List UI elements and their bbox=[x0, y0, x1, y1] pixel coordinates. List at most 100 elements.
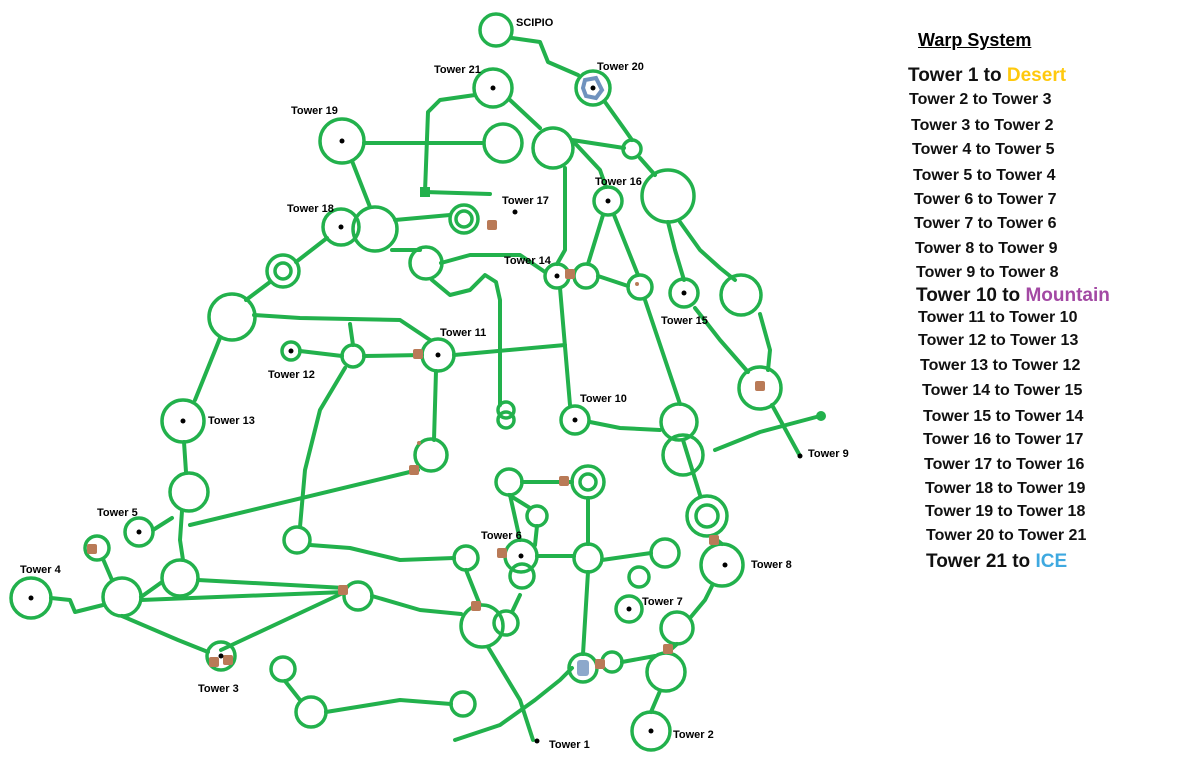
tower-location-dot bbox=[339, 138, 345, 144]
road-path bbox=[252, 313, 432, 342]
tower-location-dot bbox=[534, 738, 540, 744]
road-path bbox=[570, 138, 608, 189]
map-node bbox=[472, 67, 514, 109]
map-node bbox=[101, 576, 143, 618]
tower-label: Tower 13 bbox=[208, 415, 255, 427]
map-node bbox=[699, 542, 745, 588]
map-node bbox=[205, 640, 237, 672]
map-node bbox=[454, 209, 474, 229]
road-path bbox=[486, 645, 535, 742]
road-path bbox=[508, 493, 522, 542]
road-path bbox=[638, 156, 657, 177]
road-path bbox=[430, 273, 502, 407]
map-node bbox=[572, 542, 604, 574]
road-path bbox=[770, 403, 802, 458]
tower-location-dot bbox=[28, 595, 34, 601]
road-path bbox=[713, 414, 822, 452]
map-node bbox=[559, 404, 591, 436]
warp-point-blob bbox=[497, 548, 507, 558]
map-node bbox=[685, 494, 729, 538]
tower-label: Tower 20 bbox=[597, 61, 644, 73]
warp-point-blob bbox=[565, 269, 575, 279]
map-node bbox=[659, 610, 695, 646]
road-path bbox=[423, 93, 477, 194]
map-node bbox=[449, 690, 477, 718]
tower-label: Tower 3 bbox=[198, 683, 239, 695]
map-node bbox=[572, 262, 600, 290]
road-path bbox=[193, 336, 222, 402]
map-node bbox=[160, 558, 200, 598]
tower-location-dot bbox=[518, 553, 524, 559]
road-path bbox=[688, 584, 714, 620]
road-path bbox=[510, 36, 580, 77]
map-node bbox=[508, 562, 536, 590]
map-node bbox=[269, 655, 297, 683]
road-path bbox=[244, 280, 272, 302]
road-path bbox=[151, 516, 174, 532]
road-path bbox=[348, 322, 355, 347]
map-node bbox=[294, 695, 328, 729]
road-path bbox=[603, 100, 634, 142]
map-node bbox=[123, 516, 155, 548]
road-path bbox=[588, 420, 662, 432]
tower-location-dot bbox=[218, 653, 224, 659]
road-path bbox=[298, 349, 344, 358]
map-node bbox=[482, 122, 524, 164]
road-end-marker bbox=[816, 411, 826, 421]
road-path bbox=[510, 593, 522, 614]
map-node bbox=[448, 203, 480, 235]
tower-location-dot bbox=[572, 417, 578, 423]
map-node bbox=[649, 537, 681, 569]
map-node bbox=[318, 117, 366, 165]
map-node bbox=[160, 398, 206, 444]
map-node bbox=[413, 437, 449, 473]
road-path bbox=[219, 590, 347, 652]
road-path bbox=[533, 524, 539, 547]
tower-label: Tower 5 bbox=[97, 507, 138, 519]
road-path bbox=[596, 274, 630, 288]
warp-point-blob bbox=[223, 655, 233, 665]
map-node bbox=[342, 580, 374, 612]
tower-label: Tower 16 bbox=[595, 176, 642, 188]
tower-label: Tower 10 bbox=[580, 393, 627, 405]
map-node bbox=[694, 503, 720, 529]
tower-location-dot bbox=[554, 273, 560, 279]
tower-label: Tower 18 bbox=[287, 203, 334, 215]
warp-point-blob bbox=[487, 220, 497, 230]
map-node bbox=[668, 277, 700, 309]
tower-label: Tower 9 bbox=[808, 448, 849, 460]
tower-location-dot bbox=[590, 85, 596, 91]
map-node bbox=[531, 126, 575, 170]
map-node bbox=[574, 69, 612, 107]
tower-location-dot bbox=[605, 198, 611, 204]
tower-label: Tower 4 bbox=[20, 564, 62, 576]
road-path bbox=[508, 98, 542, 130]
map-node bbox=[282, 525, 312, 555]
map-node bbox=[627, 565, 651, 589]
road-path bbox=[308, 543, 456, 562]
tower-label: SCIPIO bbox=[516, 17, 554, 29]
warp-point-blob bbox=[409, 465, 419, 475]
road-path bbox=[283, 679, 302, 702]
map-node bbox=[630, 710, 672, 752]
map-node bbox=[168, 471, 210, 513]
road-path bbox=[49, 596, 105, 614]
tower-label: Tower 2 bbox=[673, 729, 714, 741]
road-path bbox=[120, 614, 210, 654]
road-path bbox=[678, 220, 737, 282]
map-node bbox=[496, 400, 516, 420]
warp-point-blob bbox=[635, 282, 639, 286]
road-path bbox=[139, 580, 164, 599]
warp-point-blob bbox=[663, 644, 673, 654]
tower-location-dot bbox=[722, 562, 728, 568]
map-node bbox=[525, 504, 549, 528]
tower-location-dot bbox=[626, 606, 632, 612]
road-end-marker bbox=[420, 187, 430, 197]
map-node bbox=[280, 340, 302, 362]
road-path bbox=[178, 509, 185, 562]
road-path bbox=[693, 306, 750, 374]
map-node bbox=[494, 467, 524, 497]
tower-location-dot bbox=[512, 209, 518, 215]
road-path bbox=[586, 213, 605, 266]
road-path bbox=[393, 213, 452, 222]
